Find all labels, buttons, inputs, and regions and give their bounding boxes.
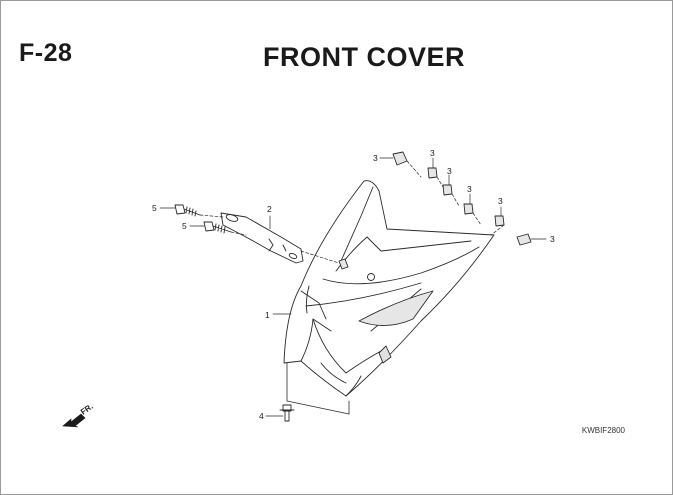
callout-part-3f: 3 <box>550 234 555 244</box>
callout-part-3b: 3 <box>430 148 435 158</box>
bracket-part <box>220 212 304 264</box>
front-cover-part <box>283 180 495 397</box>
callout-part-1: 1 <box>265 310 270 320</box>
callout-part-5a: 5 <box>152 203 157 213</box>
front-direction-arrow-icon: FR. <box>62 402 95 428</box>
callout-part-5b: 5 <box>182 221 187 231</box>
page-title: FRONT COVER <box>262 42 465 72</box>
callout-part-3a: 3 <box>373 153 378 163</box>
drawing-reference-code: KWBIF2800 <box>581 426 625 435</box>
clip-nuts <box>392 151 532 246</box>
callout-part-3d: 3 <box>467 184 472 194</box>
screw-lower <box>203 221 232 234</box>
callout-labels: 1 2 3 3 3 3 3 3 4 5 5 <box>152 148 555 421</box>
callout-part-2: 2 <box>267 204 272 214</box>
bolt-part <box>279 404 295 422</box>
callout-part-4: 4 <box>259 411 264 421</box>
callout-part-3e: 3 <box>498 196 503 206</box>
callout-part-3c: 3 <box>447 166 452 176</box>
section-code: F-28 <box>19 39 73 67</box>
screw-upper <box>174 204 201 217</box>
